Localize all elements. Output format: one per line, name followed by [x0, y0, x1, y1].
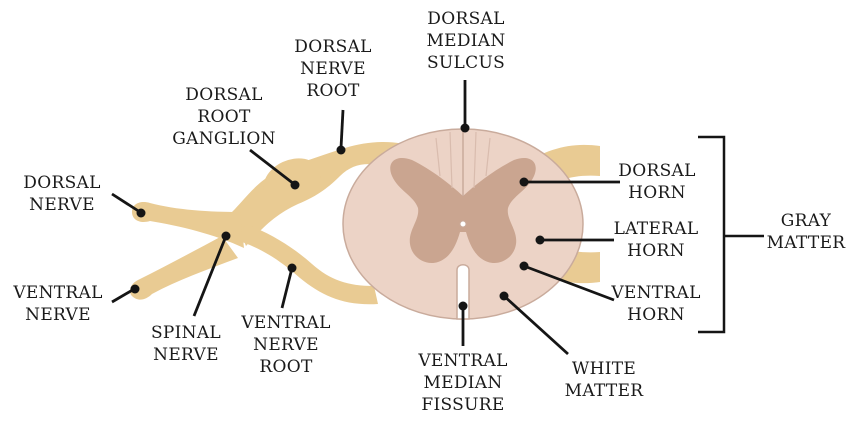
dot-white-matter: [500, 292, 509, 301]
label-dorsal-median-sulcus: DORSAL MEDIAN SULCUS: [426, 8, 505, 74]
label-dorsal-horn: DORSAL HORN: [618, 160, 695, 204]
dot-dorsal-root-ganglion: [291, 181, 300, 190]
label-dorsal-root-ganglion: DORSAL ROOT GANGLION: [172, 84, 276, 150]
label-white-matter: WHITE MATTER: [565, 358, 644, 402]
leader-white-matter: [504, 296, 568, 354]
dot-ventral-nerve: [131, 285, 140, 294]
gray-matter-bracket: [698, 137, 764, 332]
dot-ventral-nerve-root: [288, 264, 297, 273]
leader-dorsal-nerve: [112, 194, 140, 212]
label-ventral-nerve: VENTRAL NERVE: [13, 282, 102, 326]
dorsal-nerve-branch: [132, 202, 244, 248]
label-spinal-nerve: SPINAL NERVE: [151, 322, 221, 366]
label-ventral-horn: VENTRAL HORN: [611, 282, 700, 326]
label-dorsal-nerve-root: DORSAL NERVE ROOT: [294, 36, 371, 102]
dot-dorsal-median-sulcus: [461, 124, 470, 133]
dot-ventral-median-fissure: [459, 302, 468, 311]
leader-ventral-nerve-root: [282, 268, 292, 308]
dot-ventral-horn: [520, 262, 529, 271]
label-gray-matter: GRAY MATTER: [767, 210, 846, 254]
dot-spinal-nerve: [222, 232, 231, 241]
dot-dorsal-nerve: [137, 209, 146, 218]
dot-lateral-horn: [536, 236, 545, 245]
label-ventral-nerve-root: VENTRAL NERVE ROOT: [241, 312, 330, 378]
label-ventral-median-fissure: VENTRAL MEDIAN FISSURE: [418, 350, 507, 416]
label-lateral-horn: LATERAL HORN: [614, 218, 699, 262]
dot-dorsal-horn: [520, 178, 529, 187]
dot-dorsal-nerve-root: [337, 146, 346, 155]
label-dorsal-nerve: DORSAL NERVE: [23, 172, 100, 216]
central-canal: [460, 221, 466, 227]
spinal-cord: [343, 129, 583, 319]
leader-dorsal-nerve-root: [341, 110, 343, 148]
